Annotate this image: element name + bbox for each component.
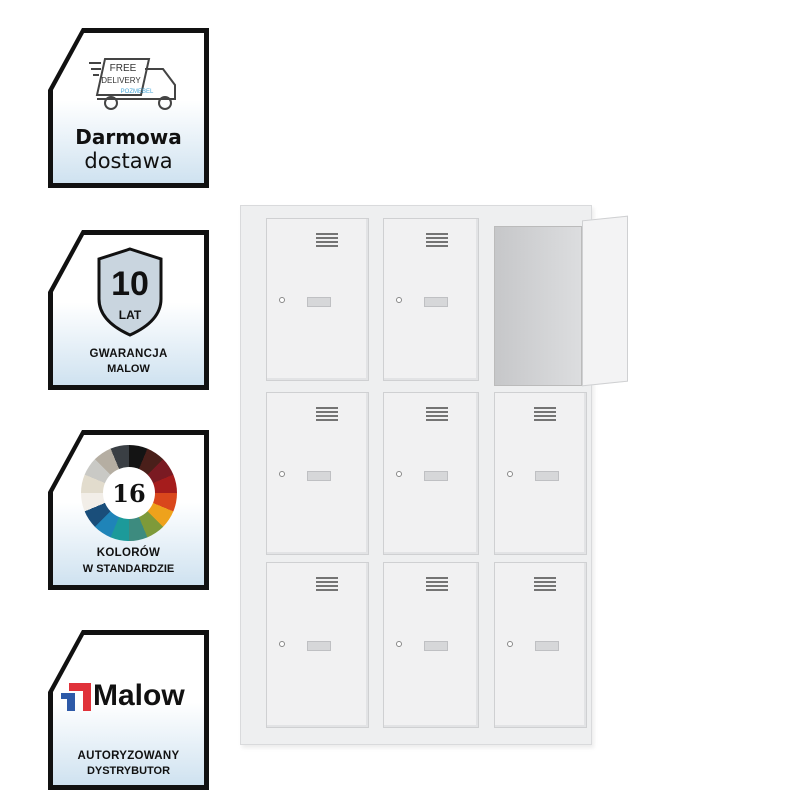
badge-title: GWARANCJA <box>89 348 168 360</box>
delivery-truck-icon: FREE DELIVERY POZMEBEL <box>89 58 176 110</box>
vent-icon <box>316 407 338 421</box>
badge-subtitle: MALOW <box>107 363 150 375</box>
open-door[interactable] <box>582 215 628 387</box>
badge-title: KOLORÓW <box>96 547 161 559</box>
vent-icon <box>534 407 556 421</box>
vent-icon <box>534 577 556 591</box>
warranty-badge: 10 LAT GWARANCJA MALOW <box>48 230 209 390</box>
locker-door[interactable] <box>494 392 587 555</box>
distributor-badge: Malow AUTORYZOWANY DYSTRYBUTOR <box>48 630 209 790</box>
shield-icon: 10 LAT <box>97 247 163 337</box>
badge-subtitle: DYSTRYBUTOR <box>86 765 171 777</box>
locker-door[interactable] <box>266 218 369 381</box>
vent-icon <box>316 233 338 247</box>
lock-icon[interactable] <box>507 641 513 647</box>
malow-logo-icon <box>61 683 91 711</box>
label-holder <box>535 641 559 651</box>
locker-cabinet <box>240 205 628 745</box>
vent-icon <box>426 233 448 247</box>
badge-title: AUTORYZOWANY <box>77 750 180 762</box>
lock-icon[interactable] <box>396 641 402 647</box>
vent-icon <box>426 407 448 421</box>
label-holder <box>535 471 559 481</box>
lock-icon[interactable] <box>279 471 285 477</box>
svg-text:10: 10 <box>111 265 149 303</box>
free-delivery-badge: FREE DELIVERY POZMEBEL Darmowa dostawa <box>48 28 209 188</box>
label-holder <box>424 471 448 481</box>
lock-icon[interactable] <box>279 297 285 303</box>
svg-text:DELIVERY: DELIVERY <box>101 76 141 85</box>
locker-door[interactable] <box>266 392 369 555</box>
locker-door[interactable] <box>383 562 479 728</box>
color-count: 16 <box>103 467 155 519</box>
open-compartment <box>494 226 582 386</box>
label-holder <box>424 641 448 651</box>
vent-icon <box>426 577 448 591</box>
lock-icon[interactable] <box>396 471 402 477</box>
locker-door[interactable] <box>266 562 369 728</box>
label-holder <box>424 297 448 307</box>
colors-badge: 16 KOLORÓW W STANDARDZIE <box>48 430 209 590</box>
locker-door[interactable] <box>494 562 587 728</box>
vent-icon <box>316 577 338 591</box>
label-holder <box>307 641 331 651</box>
locker-door[interactable] <box>383 392 479 555</box>
svg-text:POZMEBEL: POZMEBEL <box>121 89 154 95</box>
lock-icon[interactable] <box>396 297 402 303</box>
label-holder <box>307 471 331 481</box>
color-wheel-icon: 16 <box>81 445 177 541</box>
brand-name: Malow <box>93 679 185 712</box>
lock-icon[interactable] <box>279 641 285 647</box>
svg-text:LAT: LAT <box>119 308 142 322</box>
badge-title: Darmowa <box>75 125 182 149</box>
label-holder <box>307 297 331 307</box>
locker-door[interactable] <box>383 218 479 381</box>
badge-subtitle: W STANDARDZIE <box>82 563 175 575</box>
svg-text:FREE: FREE <box>110 63 137 74</box>
badge-subtitle: dostawa <box>84 149 173 173</box>
lock-icon[interactable] <box>507 471 513 477</box>
